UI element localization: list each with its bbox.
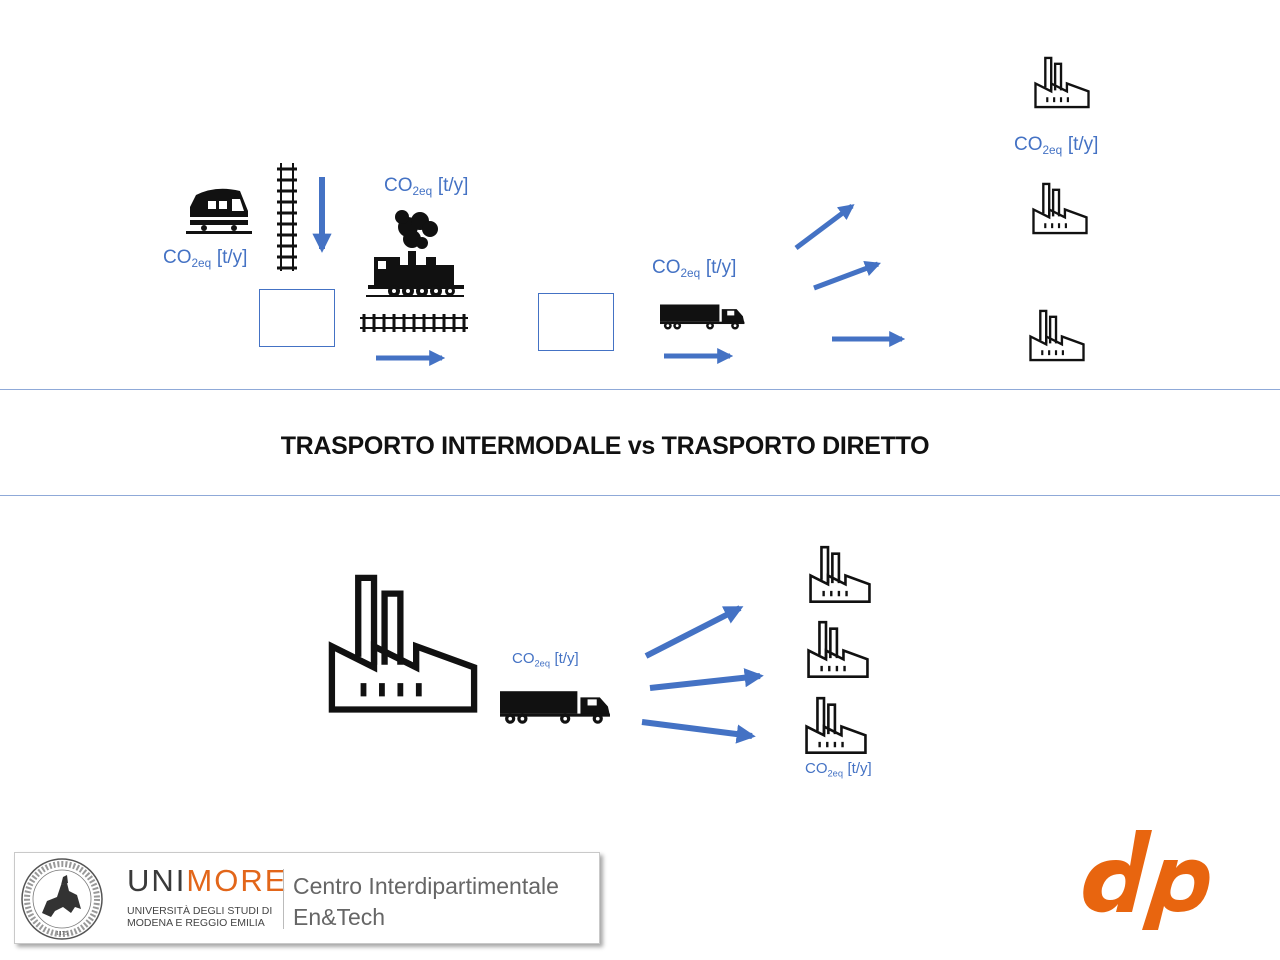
divider-line	[0, 389, 1280, 390]
arrow-icon	[664, 347, 734, 365]
truck-icon	[500, 689, 612, 726]
co2-label: CO2eq[t/y]	[652, 257, 737, 281]
arrow-icon	[641, 719, 756, 744]
factory-icon	[1030, 182, 1090, 236]
university-name: UNIVERSITÀ DEGLI STUDI DI MODENA E REGGI…	[127, 905, 273, 929]
factory-icon	[802, 696, 870, 756]
arrow-icon	[794, 204, 855, 250]
arrow-icon	[312, 177, 332, 253]
centro-name: Centro Interdipartimentale En&Tech	[293, 873, 559, 930]
arrow-icon	[813, 261, 881, 291]
co2-label: CO2eq[t/y]	[512, 650, 579, 669]
terminal-box	[538, 293, 614, 351]
page-title: TRASPORTO INTERMODALE vs TRASPORTO DIRET…	[280, 432, 930, 460]
steam-locomotive-icon	[366, 210, 464, 297]
factory-icon	[324, 572, 482, 718]
factory-icon	[1032, 56, 1092, 110]
svg-text:1175: 1175	[56, 931, 68, 937]
rail-track-icon	[360, 314, 468, 332]
unimore-logo: 1175 UNIMORE UNIVERSITÀ DEGLI STUDI DI M…	[14, 852, 600, 944]
seal-icon: 1175	[21, 858, 103, 940]
co2-label: CO2eq[t/y]	[805, 760, 872, 779]
arrow-icon	[376, 349, 446, 367]
terminal-box	[259, 289, 335, 347]
factory-icon	[804, 620, 872, 680]
co2-label: CO2eq[t/y]	[163, 247, 248, 271]
arrow-icon	[649, 668, 764, 691]
dp-logo	[1083, 830, 1210, 930]
arrow-icon	[832, 330, 906, 348]
unimore-wordmark: UNIMORE	[127, 863, 288, 898]
truck-icon	[660, 302, 746, 332]
co2-label: CO2eq[t/y]	[384, 175, 469, 199]
factory-icon	[806, 545, 874, 605]
train-icon	[186, 188, 252, 234]
logo-divider	[283, 869, 284, 929]
arrow-icon	[644, 605, 744, 659]
co2-label: CO2eq[t/y]	[1014, 134, 1099, 158]
rail-track-icon	[277, 163, 297, 271]
divider-line	[0, 495, 1280, 496]
factory-icon	[1027, 309, 1087, 363]
